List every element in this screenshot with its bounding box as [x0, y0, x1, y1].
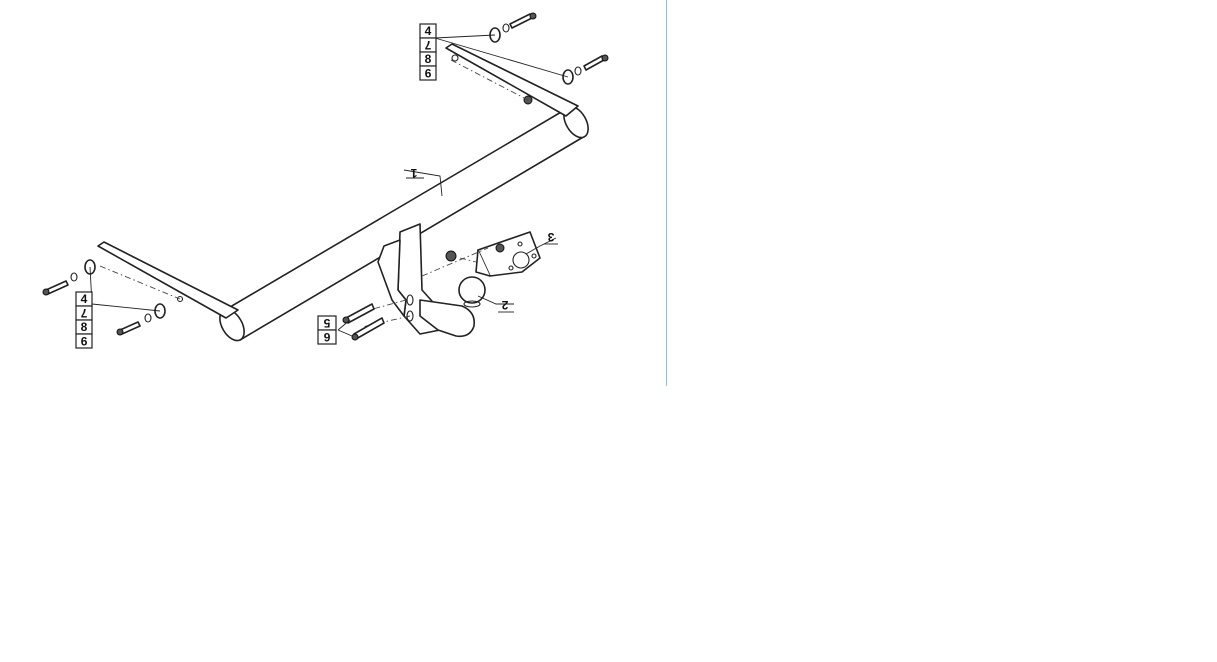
part-labels: 1 2 3 [406, 166, 558, 313]
label-center-5: 5 [323, 316, 330, 330]
label-left-9: 9 [80, 334, 87, 348]
callout-top-right-stack: 4 7 8 9 [419, 23, 437, 81]
label-left-4: 4 [81, 292, 88, 306]
callout-center-bolts: 5 6 [317, 315, 337, 345]
panel-divider [666, 0, 667, 386]
label-left-7: 7 [80, 306, 87, 320]
left-upper-bolt-set [42, 259, 96, 296]
right-upper-bolt-set [489, 12, 537, 43]
label-top-right-8: 8 [425, 52, 432, 66]
label-top-right-4: 4 [425, 24, 432, 38]
label-part-2: 2 [501, 298, 508, 312]
leader-lines [89, 34, 569, 337]
label-center-6: 6 [323, 330, 330, 344]
label-top-right-7: 7 [424, 38, 431, 52]
crossbar-tube [219, 105, 589, 342]
label-top-right-9: 9 [424, 66, 431, 80]
left-side-bracket [97, 241, 239, 319]
left-lower-bolt-set [116, 303, 166, 336]
center-bolt-set [342, 303, 385, 341]
label-part-3: 3 [547, 230, 554, 244]
socket-plate [475, 231, 541, 277]
center-nut [445, 250, 457, 262]
label-part-1: 1 [410, 166, 417, 180]
tow-ball-assembly [419, 276, 486, 338]
right-side-bracket [445, 43, 579, 117]
label-left-8: 8 [81, 320, 88, 334]
callout-left-stack: 4 7 8 9 [75, 291, 93, 349]
right-lower-bolt-set [562, 54, 609, 85]
